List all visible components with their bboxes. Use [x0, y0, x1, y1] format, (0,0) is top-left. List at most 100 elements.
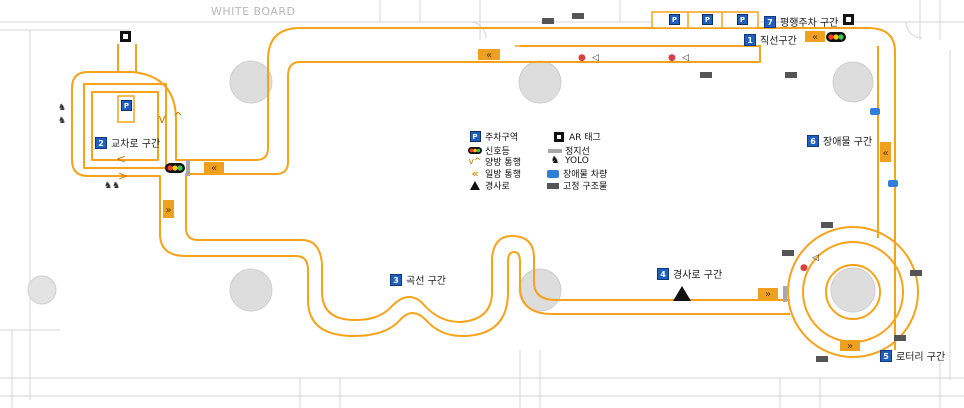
- zone-number: 3: [390, 273, 402, 286]
- zone-number: 1: [744, 33, 756, 46]
- legend-label: 주차구역: [485, 133, 519, 143]
- two-way-sign-down: v: [158, 112, 165, 126]
- one-way-sign-obstacle: «: [880, 142, 891, 162]
- one-way-sign-intersection: «: [204, 162, 224, 174]
- ar-tag-icon: [843, 14, 854, 25]
- legend-item-stop-line: 정지선: [548, 144, 590, 157]
- zone-number: 5: [880, 349, 892, 362]
- parking-badge: P: [737, 14, 748, 25]
- legend-item-obstacle: 장애물 차량: [546, 167, 607, 180]
- slope-icon: [468, 180, 482, 191]
- svg-text:«: «: [486, 50, 492, 61]
- one-way-sign-right-top: «: [805, 31, 825, 43]
- zone-label-4: 4 경사로 구간: [657, 266, 722, 281]
- direction-signs: « « « » « » »: [116, 31, 891, 352]
- zone-number: 4: [657, 267, 669, 280]
- parking-badge: P: [702, 14, 713, 25]
- ar-tag-icon: [120, 31, 131, 42]
- whiteboard-label: WHITE BOARD: [211, 5, 296, 18]
- traffic-light-icon: [826, 32, 846, 42]
- svg-text:»: »: [165, 205, 171, 216]
- track-outer-edge: [505, 27, 896, 262]
- traffic-light-icon: [165, 163, 185, 173]
- legend-label: 양방 통행: [485, 158, 521, 168]
- parking-icon: P: [469, 131, 481, 142]
- legend-label: 정지선: [565, 147, 590, 157]
- rotary-island: [825, 264, 881, 320]
- two-way-icon: v^: [468, 156, 482, 167]
- legend-item-ar-tag: AR 태그: [552, 130, 601, 143]
- legend-item-one-way: « 일방 통행: [468, 167, 521, 180]
- legend-label: 장애물 차량: [563, 170, 608, 180]
- legend-item-fixed-structure: 고정 구조물: [546, 179, 607, 192]
- zone-name: 로터리 구간: [896, 352, 946, 363]
- legend-label: 경사로: [485, 182, 510, 192]
- traffic-light-icon: [468, 145, 482, 156]
- legend-item-parking: P 주차구역: [468, 130, 518, 143]
- stop-line-icon: [548, 145, 562, 156]
- legend-item-yolo: ♞ YOLO: [548, 155, 589, 166]
- fixed-structure-icon: [546, 180, 560, 191]
- yolo-icon: ♞ ♞ ♞♞ ● ◁ ● ◁ ● ◁: [58, 53, 819, 273]
- zone-name: 경사로 구간: [673, 270, 723, 281]
- svg-text:♞: ♞: [58, 116, 66, 126]
- one-way-sign-down: »: [163, 200, 174, 218]
- one-way-icon: «: [471, 167, 479, 180]
- legend-item-traffic-light: 신호등: [468, 144, 510, 157]
- zone-name: 직선구간: [760, 36, 797, 47]
- zone-name: 평행주차 구간: [780, 18, 839, 29]
- parking-badge: P: [669, 14, 680, 25]
- slope-icon: [673, 286, 691, 301]
- svg-text:◁: ◁: [812, 253, 819, 263]
- yolo-icon: ♞: [550, 155, 560, 166]
- svg-text:●: ●: [668, 53, 676, 63]
- zone-label-7: 7 평행주차 구간: [764, 14, 838, 29]
- zone-number: 7: [764, 15, 776, 28]
- parking-badge: P: [121, 100, 132, 111]
- svg-text:♞: ♞: [58, 103, 66, 113]
- one-way-sign-slope: »: [758, 288, 778, 300]
- zone-label-6: 6 장애물 구간: [807, 133, 872, 148]
- svg-text:◁: ◁: [592, 53, 599, 63]
- svg-text:»: »: [765, 289, 771, 300]
- zone-number: 2: [95, 136, 107, 149]
- legend-item-slope: 경사로: [468, 179, 510, 192]
- obstacle-car-icon: [870, 108, 898, 187]
- legend-label: 고정 구조물: [563, 182, 608, 192]
- obstacle-car-icon: [546, 168, 560, 179]
- svg-text:♞♞: ♞♞: [104, 181, 120, 191]
- legend-label: AR 태그: [569, 133, 601, 143]
- one-way-sign-top: «: [478, 49, 500, 61]
- zone-name: 교차로 구간: [111, 139, 161, 150]
- legend-label: 일방 통행: [485, 170, 521, 180]
- zone-number: 6: [807, 134, 819, 147]
- stop-lines: [186, 160, 787, 302]
- track-outer-loop: [71, 27, 790, 337]
- legend-label: 신호등: [485, 147, 510, 157]
- zone-name: 곡선 구간: [406, 276, 446, 287]
- legend-item-two-way: v^ 양방 통행: [468, 155, 521, 169]
- svg-text:»: »: [847, 341, 853, 352]
- legend: P 주차구역 AR 태그 신호등 정지선 v^ 양방 통행 ♞ YOLO « 일…: [464, 128, 634, 198]
- svg-text:«: «: [882, 148, 888, 159]
- zone-label-3: 3 곡선 구간: [390, 272, 446, 287]
- legend-label: YOLO: [565, 155, 589, 166]
- fixed-structure-icon: [542, 13, 922, 362]
- svg-text:●: ●: [800, 263, 808, 273]
- two-way-sign-left: <: [116, 152, 126, 166]
- rotary-outer: [787, 226, 919, 358]
- track-inner-box: [91, 91, 159, 161]
- two-way-sign-right: >: [118, 169, 128, 183]
- svg-text:●: ●: [578, 53, 586, 63]
- zone-label-1: 1 직선구간: [744, 32, 797, 47]
- track-inner-edge: [185, 45, 790, 323]
- svg-text:◁: ◁: [682, 53, 689, 63]
- svg-text:«: «: [812, 32, 818, 43]
- zone-label-5: 5 로터리 구간: [880, 348, 945, 363]
- track-top-stub: [117, 44, 137, 72]
- svg-text:«: «: [211, 163, 217, 174]
- one-way-sign-rotary: »: [840, 340, 860, 352]
